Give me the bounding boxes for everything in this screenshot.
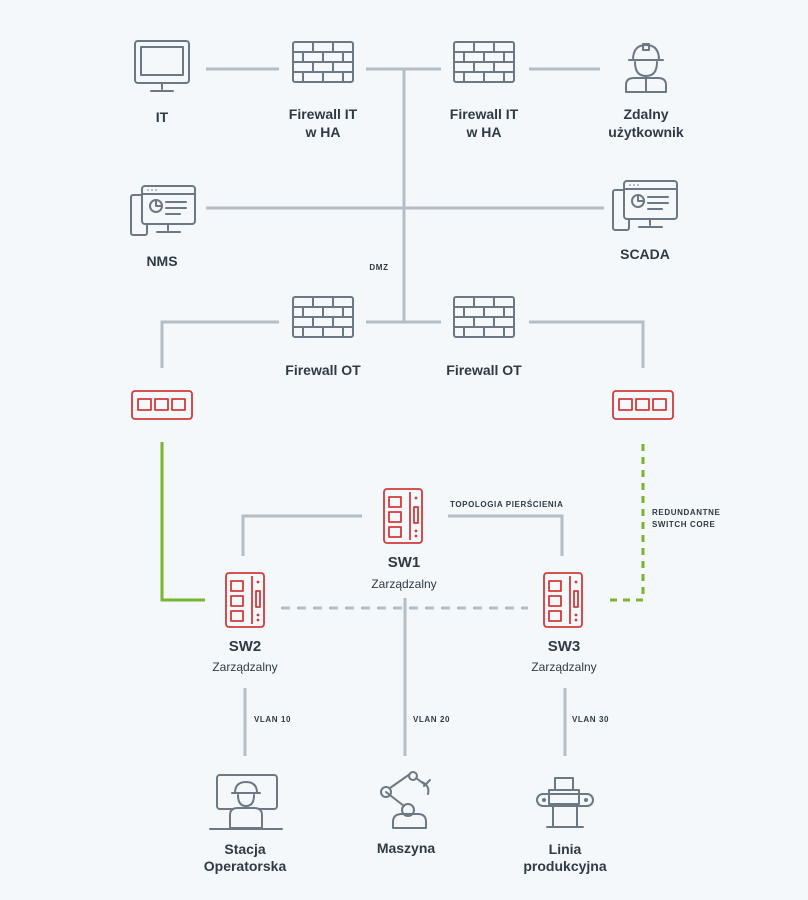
label-production-line-line1: Linia [549, 841, 582, 857]
connections [160, 67, 645, 756]
label-firewall-ot-1: Firewall OT [285, 362, 361, 378]
ring-topology-tag: TOPOLOGIA PIERŚCIENIA [450, 500, 564, 509]
sw2-icon [225, 572, 265, 628]
label-sw2-sub: Zarządzalny [212, 660, 277, 674]
label-firewall-it-1-line1: Firewall IT [289, 106, 358, 122]
core-switch-right-icon [612, 390, 674, 420]
label-firewall-ot-2: Firewall OT [446, 362, 522, 378]
link-fwot-right-core [529, 320, 645, 368]
label-sw3: SW3 [548, 638, 581, 655]
link-sw2-sw1 [241, 514, 362, 556]
label-scada: SCADA [620, 246, 670, 262]
link-core-sw2 [160, 442, 205, 602]
redundant-tag-line1: REDUNDANTNE [652, 508, 720, 517]
link-core-sw3-redundant [610, 442, 645, 602]
label-remote-user-line1: Zdalny [623, 106, 668, 122]
label-machine: Maszyna [377, 840, 436, 856]
firewall-ot-2-icon [453, 296, 515, 338]
redundant-tag-line2: SWITCH CORE [652, 520, 716, 529]
label-production-line-line2: produkcyjna [523, 858, 606, 874]
scada-server-icon [612, 180, 678, 231]
conveyor-icon [536, 777, 594, 828]
firewall-it-1-icon [292, 41, 354, 83]
label-it: IT [156, 109, 169, 125]
label-sw3-sub: Zarządzalny [531, 660, 596, 674]
vlan20-tag: VLAN 20 [413, 715, 450, 724]
label-firewall-it-2-line1: Firewall IT [450, 106, 519, 122]
link-sw1-sw3 [448, 514, 564, 556]
sw1-icon [383, 488, 423, 544]
core-switch-left-icon [131, 390, 193, 420]
firewall-it-2-icon [453, 41, 515, 83]
label-operator-station-line1: Stacja [224, 841, 265, 857]
label-remote-user-line2: użytkownik [608, 124, 684, 140]
vlan10-tag: VLAN 10 [254, 715, 291, 724]
robot-arm-icon [380, 771, 431, 829]
firewall-ot-1-icon [292, 296, 354, 338]
operator-station-icon [209, 774, 283, 830]
label-firewall-it-2-line2: w HA [466, 124, 502, 140]
vlan30-tag: VLAN 30 [572, 715, 609, 724]
monitor-icon [134, 40, 190, 92]
link-fwot-left-core [160, 320, 279, 368]
label-sw1: SW1 [388, 554, 421, 571]
label-sw1-sub: Zarządzalny [371, 577, 436, 591]
label-sw2: SW2 [229, 638, 262, 655]
sw3-icon [543, 572, 583, 628]
nms-server-icon [130, 185, 196, 236]
label-nms: NMS [146, 253, 177, 269]
dmz-tag: DMZ [369, 263, 388, 272]
label-firewall-it-1-line2: w HA [305, 124, 341, 140]
worker-icon [625, 43, 667, 93]
label-operator-station-line2: Operatorska [204, 858, 287, 874]
